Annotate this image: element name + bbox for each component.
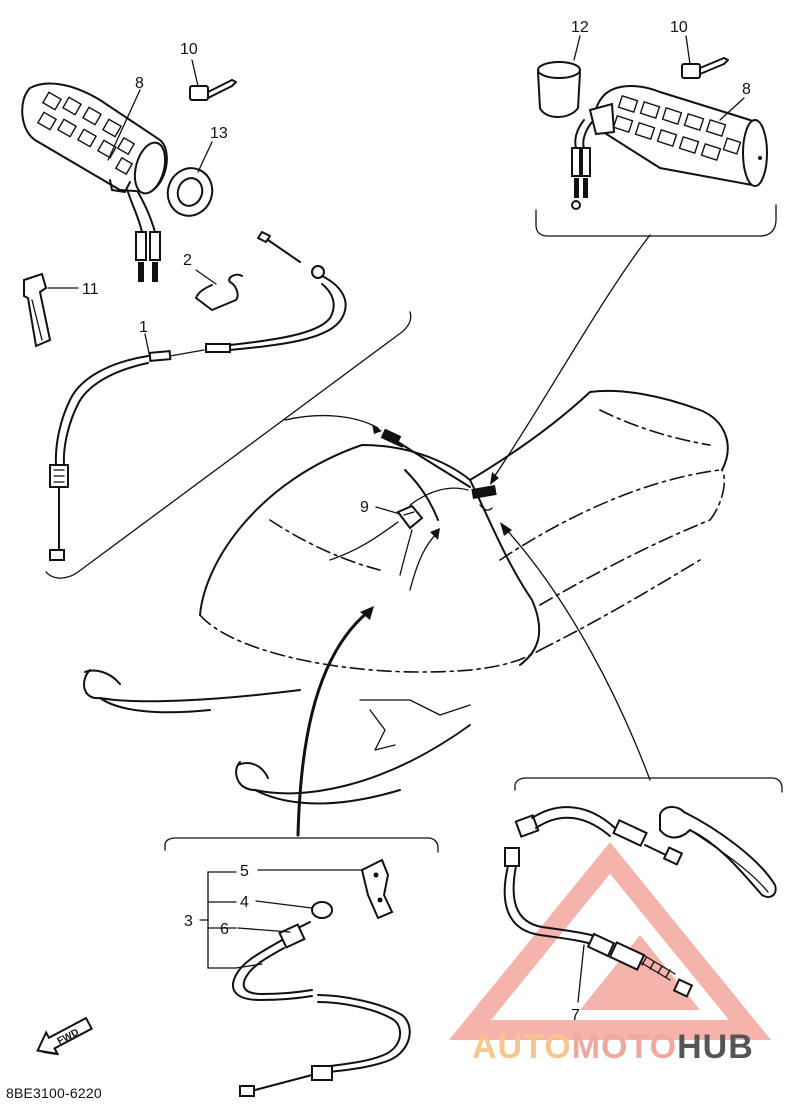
callout-6: 6 (220, 921, 229, 938)
callout-4: 4 (240, 894, 249, 911)
watermark-hub: HUB (677, 1028, 754, 1066)
watermark-moto: MOTO (571, 1028, 678, 1066)
callout-12: 12 (571, 19, 589, 36)
watermark-triangle-logo (448, 842, 772, 1040)
callout-5: 5 (240, 863, 249, 880)
callout-10-right: 10 (670, 19, 688, 36)
throttle-lever-and-cable-7 (503, 806, 777, 1003)
callout-13: 13 (210, 125, 228, 142)
bolt-10-left (189, 79, 237, 101)
leader-arrows (284, 234, 651, 837)
bolt-10-right (681, 57, 729, 79)
callout-11: 11 (82, 281, 99, 298)
cable-clip-2 (195, 273, 243, 311)
watermark-auto: AUTO (472, 1028, 572, 1066)
watermark-text: AUTOMOTOHUB (472, 1028, 754, 1067)
right-grip-8 (571, 85, 768, 210)
callout-8-left: 8 (135, 75, 144, 92)
callout-10-left: 10 (180, 41, 198, 58)
grip-ring-13 (166, 167, 214, 217)
grip-pattern-right (612, 94, 742, 162)
fwd-label: FWD (56, 1027, 81, 1047)
cable-end-small (479, 504, 493, 511)
callout-3: 3 (184, 913, 193, 930)
snowmobile-outline (83, 389, 729, 805)
callout-2: 2 (183, 252, 192, 269)
handlebar-grip-left-small (380, 428, 404, 448)
inset-frame-bottom-left (164, 837, 439, 853)
callout-numbers: 10 8 13 2 11 1 12 10 8 9 5 4 3 6 7 (82, 19, 751, 1024)
cable-tie-11 (23, 272, 52, 348)
throttle-cable-1 (49, 231, 347, 561)
cable-clamp-9 (396, 504, 424, 530)
callout-7: 7 (571, 1007, 580, 1024)
callout-leaders (47, 35, 745, 515)
inset-frame-left (45, 311, 412, 579)
callout-bracket-3 (199, 869, 363, 969)
diagram-code: 8BE3100-6220 (6, 1085, 102, 1101)
collar-12 (536, 61, 582, 118)
throttle-switch-assembly-3 (232, 858, 411, 1097)
inset-frame-right (535, 204, 777, 237)
callout-8-right: 8 (742, 81, 751, 98)
handlebar-grip-right-small (471, 484, 497, 500)
inset-frame-bottom-right (514, 777, 783, 793)
callout-9: 9 (360, 499, 369, 516)
fwd-direction-arrow: FWD (36, 1016, 94, 1056)
callout-1: 1 (139, 319, 148, 336)
left-grip-8 (21, 82, 168, 282)
